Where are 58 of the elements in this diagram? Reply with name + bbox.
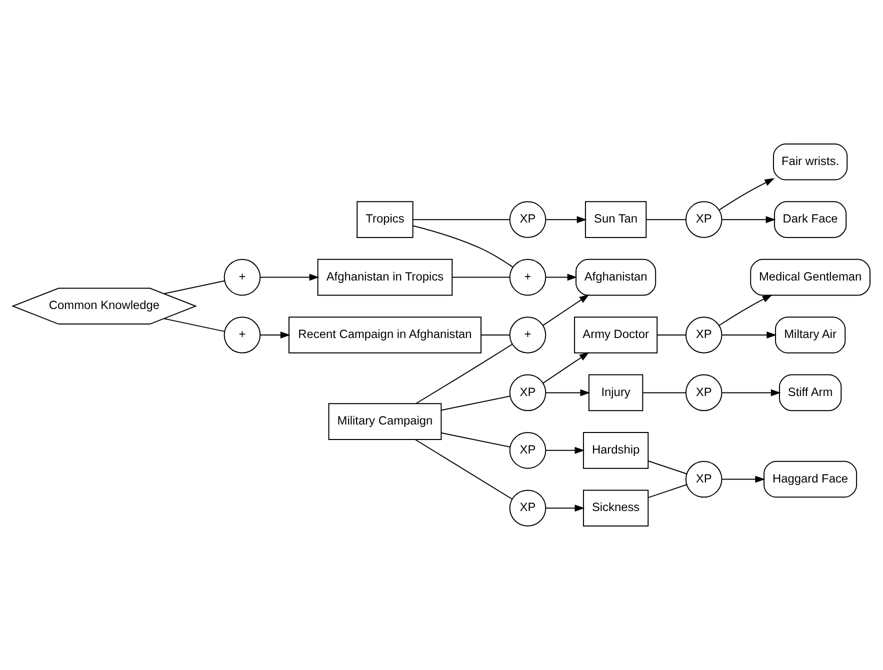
arrow bbox=[545, 504, 585, 512]
node-box: Dark Face bbox=[774, 201, 847, 238]
arrow bbox=[542, 294, 590, 326]
arrow bbox=[260, 332, 290, 338]
connector bbox=[480, 334, 510, 336]
node-circle: + bbox=[509, 316, 546, 354]
connector bbox=[642, 392, 686, 394]
connector bbox=[412, 225, 514, 268]
connector bbox=[646, 219, 686, 220]
node-box: Sickness bbox=[582, 490, 649, 527]
arrow bbox=[718, 178, 775, 211]
node-circle: XP bbox=[685, 201, 722, 238]
node-circle: + bbox=[224, 258, 261, 296]
node-circle: + bbox=[509, 258, 546, 296]
node-box: Afghanistan bbox=[576, 258, 656, 296]
node-circle: XP bbox=[509, 374, 546, 412]
connector bbox=[648, 484, 688, 498]
node-box: Fair wrists. bbox=[773, 143, 848, 180]
arrow bbox=[260, 274, 320, 281]
node-circle: XP bbox=[685, 374, 722, 412]
node-box: Sun Tan bbox=[584, 201, 647, 238]
arrow bbox=[722, 389, 781, 396]
connector bbox=[164, 318, 225, 332]
connector bbox=[648, 460, 688, 474]
connector bbox=[656, 334, 686, 336]
arrow bbox=[722, 476, 766, 483]
arrow bbox=[718, 294, 772, 326]
node-box: Army Doctor bbox=[574, 316, 658, 354]
node-circle: XP bbox=[685, 316, 722, 354]
node-circle: + bbox=[224, 316, 261, 354]
node-circle: XP bbox=[685, 460, 722, 498]
arrow bbox=[545, 216, 587, 224]
arrow bbox=[545, 446, 585, 454]
node-box: Afghanistan in Tropics bbox=[317, 258, 453, 296]
node-box: Tropics bbox=[356, 201, 414, 238]
node-box: Hardship bbox=[582, 432, 649, 469]
arrow bbox=[722, 216, 776, 224]
connector bbox=[412, 219, 510, 220]
connector bbox=[440, 432, 511, 448]
node-box: Miltary Air bbox=[774, 316, 846, 354]
connector bbox=[416, 344, 512, 404]
connector bbox=[440, 396, 511, 411]
node-box: Recent Campaign in Afghanistan bbox=[288, 316, 482, 354]
node-box: Haggard Face bbox=[764, 460, 858, 498]
node-box: Medical Gentleman bbox=[750, 258, 870, 296]
node-circle: XP bbox=[509, 432, 546, 469]
node-circle: XP bbox=[509, 490, 546, 527]
connector bbox=[452, 276, 510, 278]
arrow bbox=[542, 352, 590, 384]
node-box: Military Campaign bbox=[328, 403, 442, 440]
connector bbox=[164, 280, 225, 294]
arrow bbox=[545, 389, 590, 396]
node-box: Stiff Arm bbox=[778, 374, 842, 412]
node-circle: XP bbox=[509, 201, 546, 238]
arrow bbox=[545, 274, 578, 281]
node-box: Injury bbox=[588, 374, 644, 412]
connector bbox=[414, 439, 512, 500]
arrow bbox=[722, 332, 777, 338]
